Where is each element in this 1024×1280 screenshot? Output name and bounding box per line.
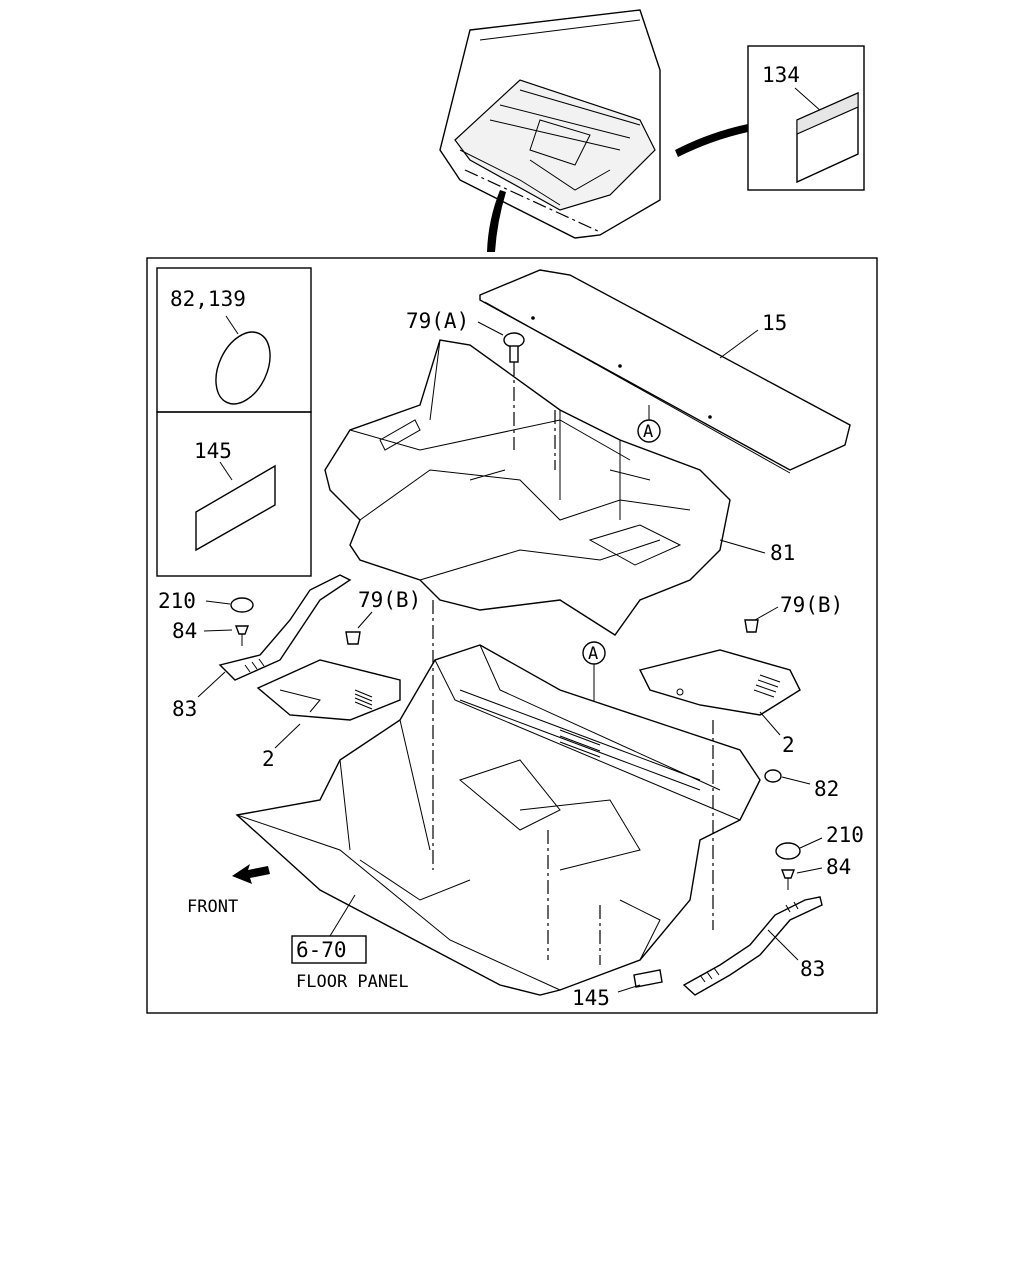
part-134-box: 134: [747, 45, 865, 191]
seal-ring: [215, 331, 271, 405]
label-79b-left: 79(B): [358, 588, 421, 612]
label-145-bottom: 145: [572, 986, 610, 1010]
detail-frame: [146, 257, 878, 1014]
label-15: 15: [762, 311, 787, 335]
label-82-139: 82,139: [170, 287, 246, 311]
label-145-inset: 145: [194, 439, 232, 463]
right-hardware-group: 210 84 83: [682, 823, 864, 996]
label-81: 81: [770, 541, 795, 565]
floor-panel-reference: 6-70 FLOOR PANEL: [291, 894, 409, 992]
label-83-right: 83: [800, 957, 825, 981]
inset-box-82-139: 82,139: [156, 267, 312, 413]
label-210-left: 210: [158, 589, 196, 613]
ref-box-6-70: 6-70: [296, 938, 347, 962]
bracket-83-left: [218, 574, 352, 681]
part-145-bottom: 145: [572, 969, 663, 1010]
label-84-left: 84: [172, 619, 197, 643]
insulator-pad: [195, 464, 276, 552]
cab-overview-illustration: [439, 9, 748, 252]
part-79a-clip: 79(A): [406, 309, 556, 470]
part-82-ring: 82: [764, 769, 839, 801]
left-floor-mat: 79(B) 2: [256, 588, 421, 771]
label-front: FRONT: [187, 897, 238, 917]
label-2-right: 2: [782, 733, 795, 757]
label-83-left: 83: [172, 697, 197, 721]
floor-panel: [235, 600, 761, 996]
left-hardware-group: 210 84 83: [158, 574, 352, 721]
front-arrow: FRONT: [187, 864, 270, 917]
circle-a-upper: A: [637, 405, 661, 443]
bracket-83-right: [682, 896, 823, 996]
front-arrow-icon: [232, 864, 270, 884]
label-210-right: 210: [826, 823, 864, 847]
label-floor-panel: FLOOR PANEL: [296, 972, 409, 992]
label-circle-a-lower: A: [588, 644, 598, 664]
label-circle-a-upper: A: [643, 422, 653, 442]
label-79a: 79(A): [406, 309, 469, 333]
part-81-upper-carpet: 81: [324, 339, 795, 636]
label-79b-right: 79(B): [780, 593, 843, 617]
label-134: 134: [762, 63, 800, 87]
cap-210-left: [230, 597, 254, 613]
part-15-panel: 15: [479, 269, 851, 474]
inset-box-145: 145: [156, 411, 312, 577]
cap-210-right: [775, 842, 801, 860]
label-82: 82: [814, 777, 839, 801]
label-2-left: 2: [262, 747, 275, 771]
label-84-right: 84: [826, 855, 851, 879]
right-floor-mat: 79(B) 2: [638, 593, 843, 757]
